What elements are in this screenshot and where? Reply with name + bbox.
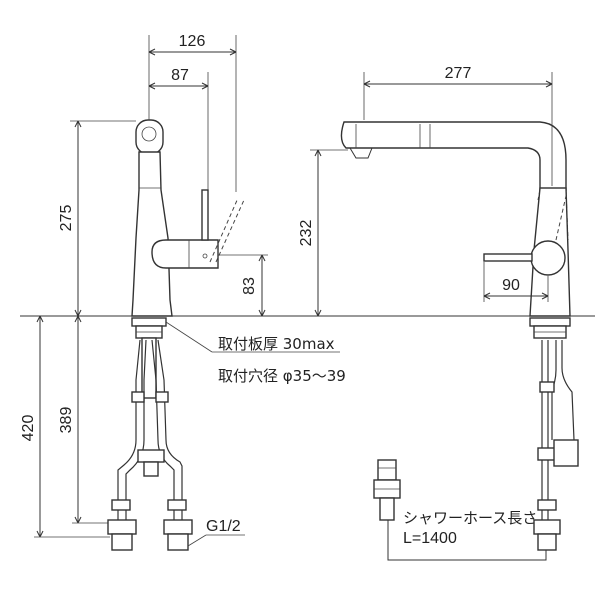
- dim-420: 420: [20, 415, 37, 442]
- dim-83: 83: [241, 277, 258, 295]
- front-supply-piping: [107, 317, 193, 551]
- left-g12-fitting: [107, 519, 137, 535]
- plate-thickness-note: 取付板厚 30max: [218, 335, 335, 353]
- dim-232: 232: [298, 220, 315, 247]
- right-g12-fitting: [163, 519, 193, 535]
- side-spout-arm: [340, 121, 567, 191]
- thread-note: G1/2: [206, 518, 241, 535]
- side-shower-hose-piping: [529, 317, 579, 551]
- side-dimension-lines: [310, 72, 553, 317]
- dim-126: 126: [179, 33, 206, 50]
- front-lever: [151, 239, 219, 269]
- front-faucet-body: [131, 151, 173, 317]
- dim-277: 277: [445, 65, 472, 82]
- front-view-faucet: [131, 119, 245, 317]
- shower-hose-weight: [553, 439, 579, 467]
- hose-length-note: L=1400: [403, 530, 457, 547]
- lever-swing-dashed: [209, 197, 239, 263]
- dim-90: 90: [502, 277, 520, 294]
- front-spout-head: [135, 119, 164, 155]
- dim-275: 275: [58, 205, 75, 232]
- shower-hose-note: シャワーホース長さ: [403, 509, 537, 527]
- side-lever-round: [530, 240, 566, 276]
- hole-diameter-note: 取付穴径 φ35～39: [218, 367, 346, 385]
- side-view-faucet: [340, 121, 571, 317]
- dim-389: 389: [58, 407, 75, 434]
- shower-hose-connector: [373, 459, 547, 561]
- front-dimension-lines: [34, 35, 268, 538]
- dim-87: 87: [171, 67, 189, 84]
